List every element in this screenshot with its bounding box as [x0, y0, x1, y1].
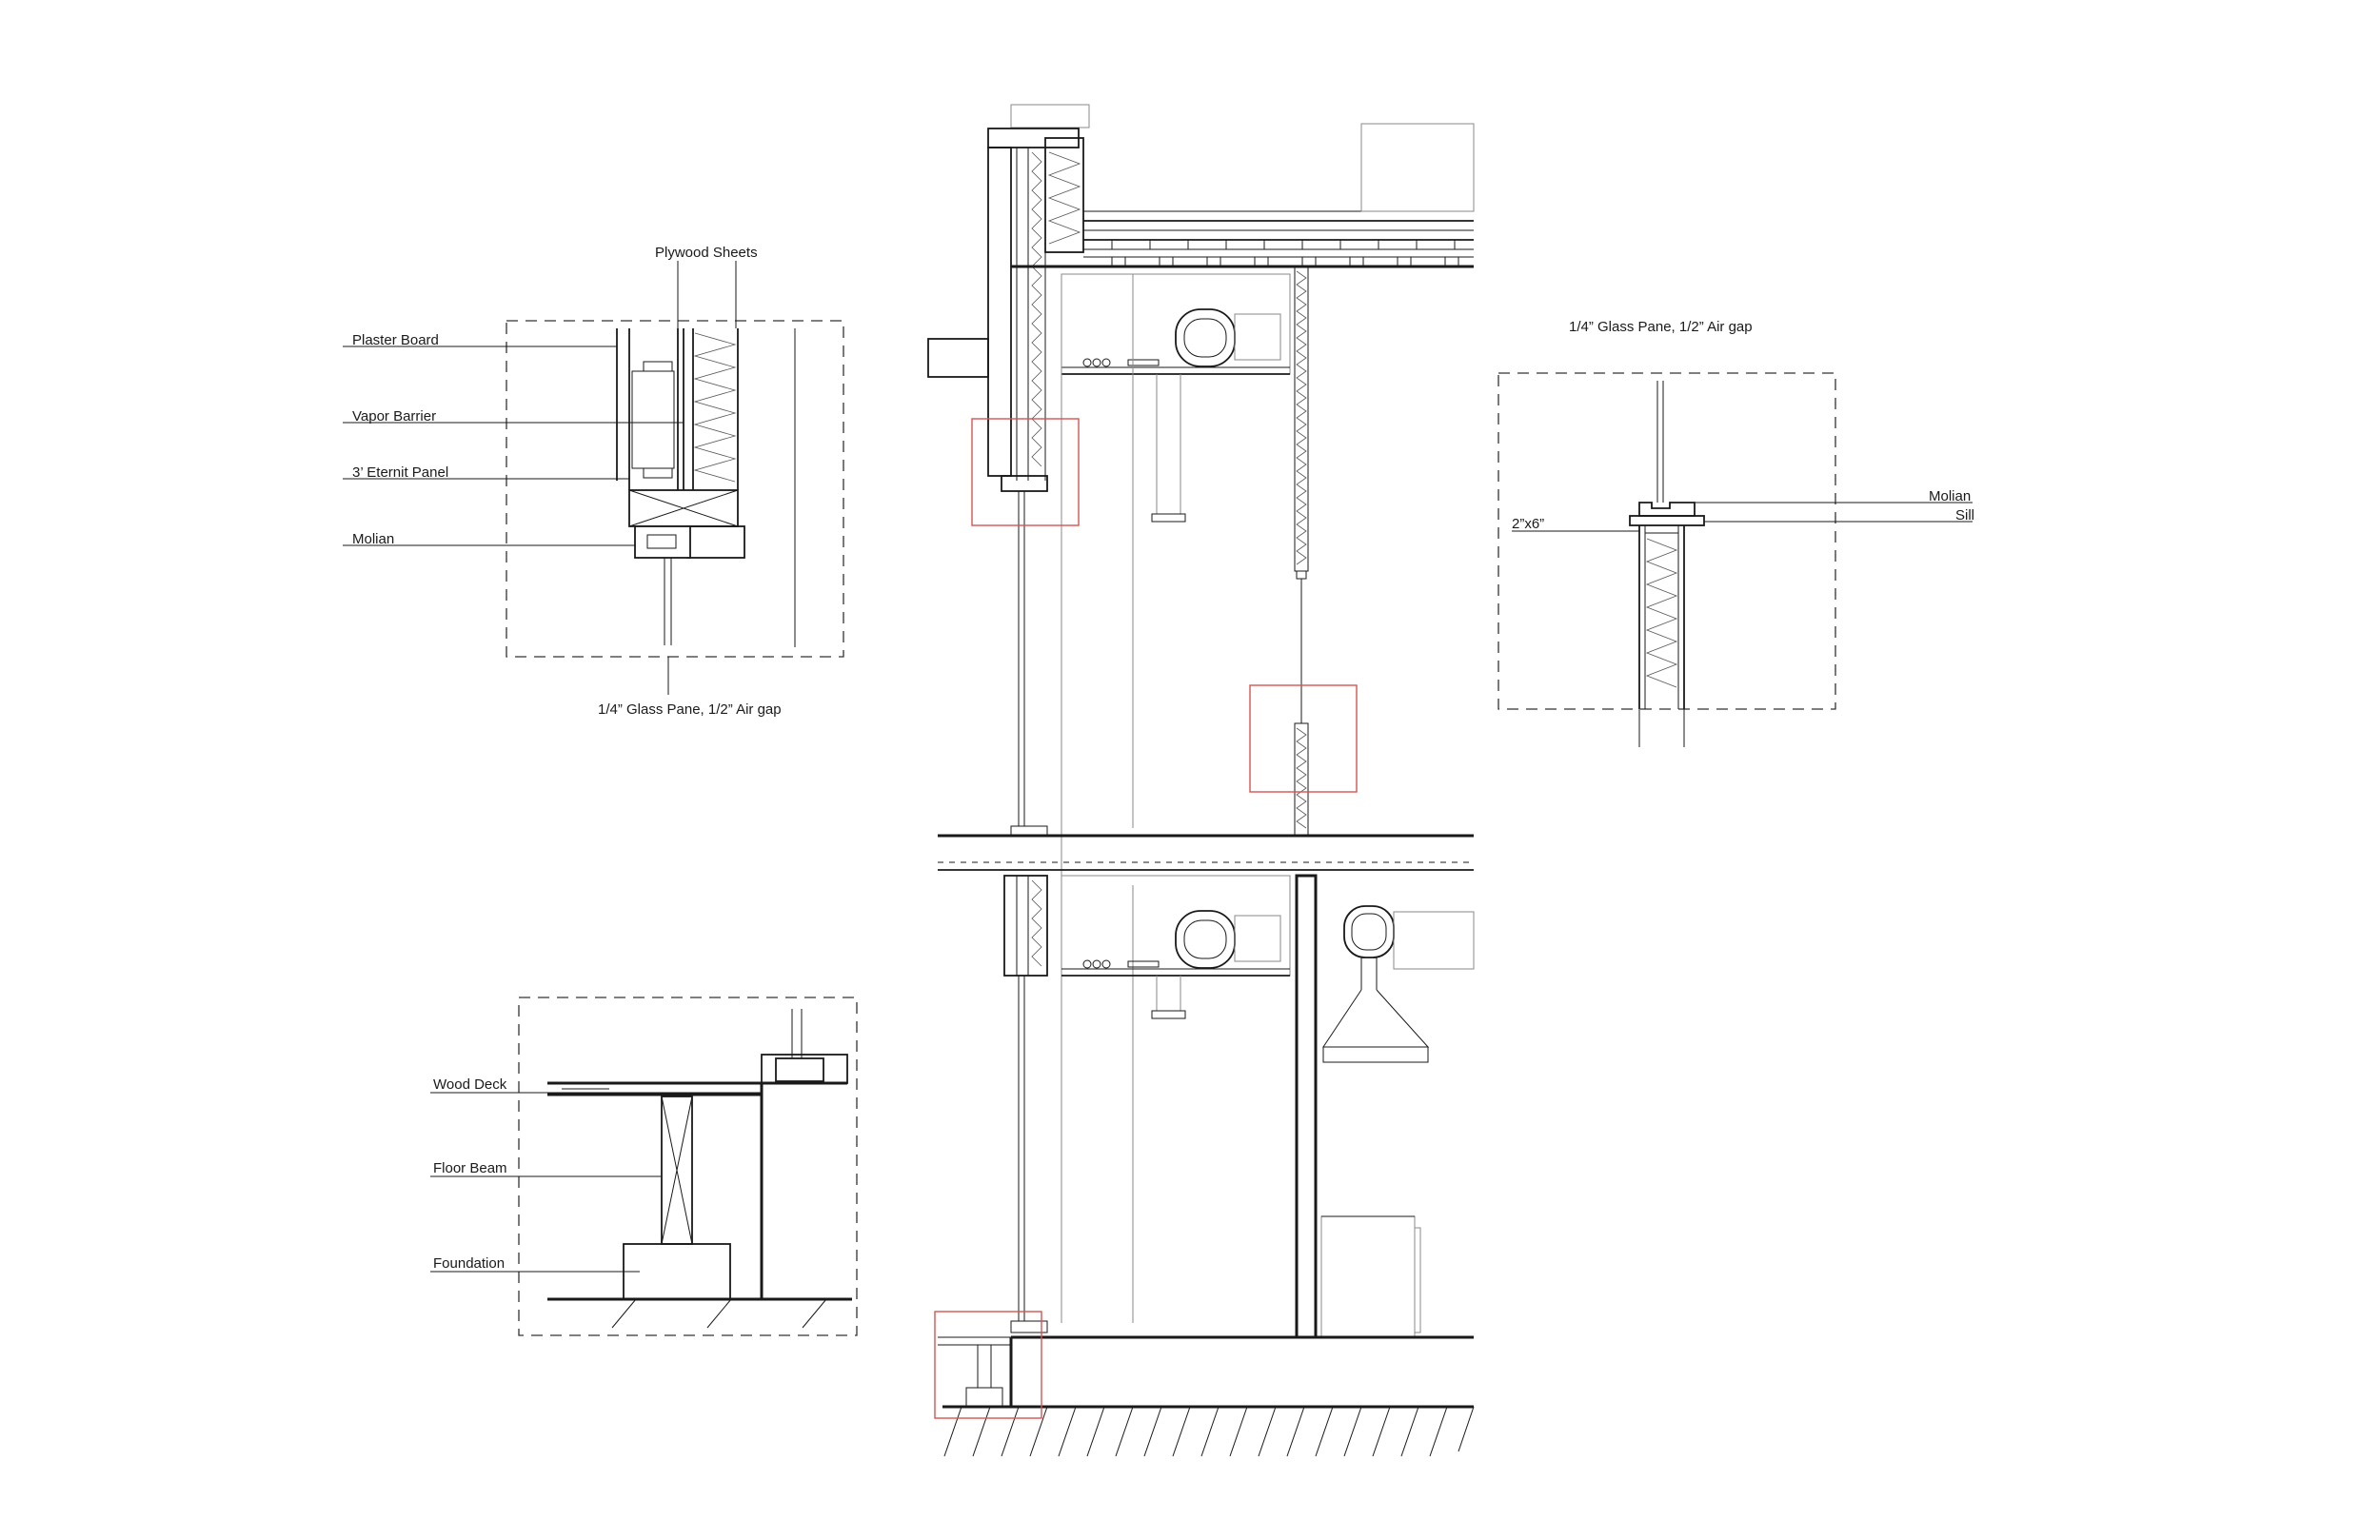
label-eternit-panel: 3’ Eternit Panel — [352, 464, 448, 481]
foundation-detail: Wood Deck Floor Beam Foundation — [430, 997, 858, 1336]
label-wood-deck: Wood Deck — [433, 1076, 507, 1093]
label-molian: Molian — [352, 531, 394, 547]
detail-frame — [1497, 372, 1836, 710]
wall-head-detail: Plywood Sheets Plaster Board Vapor Barri… — [343, 245, 844, 718]
callout-sill — [1249, 684, 1358, 793]
label-glass-pane: 1/4” Glass Pane, 1/2” Air gap — [598, 701, 782, 718]
label-plaster-board: Plaster Board — [352, 332, 439, 348]
label-sill: Sill — [1955, 507, 1974, 523]
label-floor-beam: Floor Beam — [433, 1160, 507, 1176]
sill-detail: 1/4” Glass Pane, 1/2” Air gap Molian Sil… — [1497, 319, 1974, 747]
detail-frame — [518, 997, 858, 1336]
label-vapor-barrier: Vapor Barrier — [352, 408, 436, 424]
callout-wall-head — [971, 418, 1080, 526]
label-molian-sill: Molian — [1929, 488, 1971, 504]
callout-foundation — [934, 1311, 1042, 1419]
label-glass-pane-sill: 1/4” Glass Pane, 1/2” Air gap — [1569, 319, 1753, 335]
detail-frame — [506, 320, 844, 658]
building-section — [927, 104, 1475, 1457]
label-foundation: Foundation — [433, 1255, 505, 1272]
label-stud: 2”x6” — [1512, 516, 1544, 532]
label-plywood-sheets: Plywood Sheets — [655, 245, 758, 261]
